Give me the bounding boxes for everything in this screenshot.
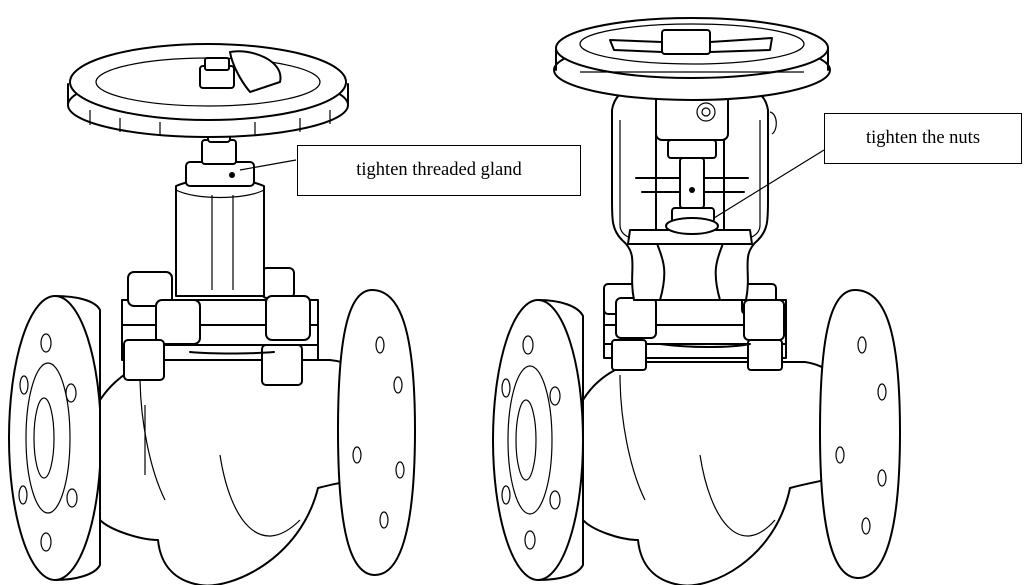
callout-tighten-the-nuts: tighten the nuts (824, 113, 1022, 164)
right-valve-drawing (492, 17, 901, 585)
left-valve-threaded-gland (185, 139, 255, 187)
right-valve-handwheel (553, 17, 831, 101)
left-leader-line (239, 159, 297, 171)
left-valve-drawing (8, 43, 416, 585)
left-valve-body (99, 359, 373, 585)
right-valve-yoke (611, 86, 777, 301)
right-valve-left-flange (492, 299, 584, 581)
right-valve-body (582, 361, 844, 585)
left-valve-left-flange (8, 295, 102, 581)
left-valve-bonnet (175, 177, 265, 297)
right-leader-line (713, 149, 825, 219)
left-valve-bonnet-flange (121, 267, 319, 386)
right-valve-bonnet-flange (603, 283, 787, 371)
left-valve-handwheel (67, 43, 349, 138)
callout-left-text: tighten threaded gland (356, 160, 522, 181)
callout-tighten-threaded-gland: tighten threaded gland (297, 145, 581, 196)
callout-right-text: tighten the nuts (865, 128, 981, 149)
right-valve-right-flange (819, 289, 901, 579)
left-valve-right-flange (337, 289, 416, 576)
